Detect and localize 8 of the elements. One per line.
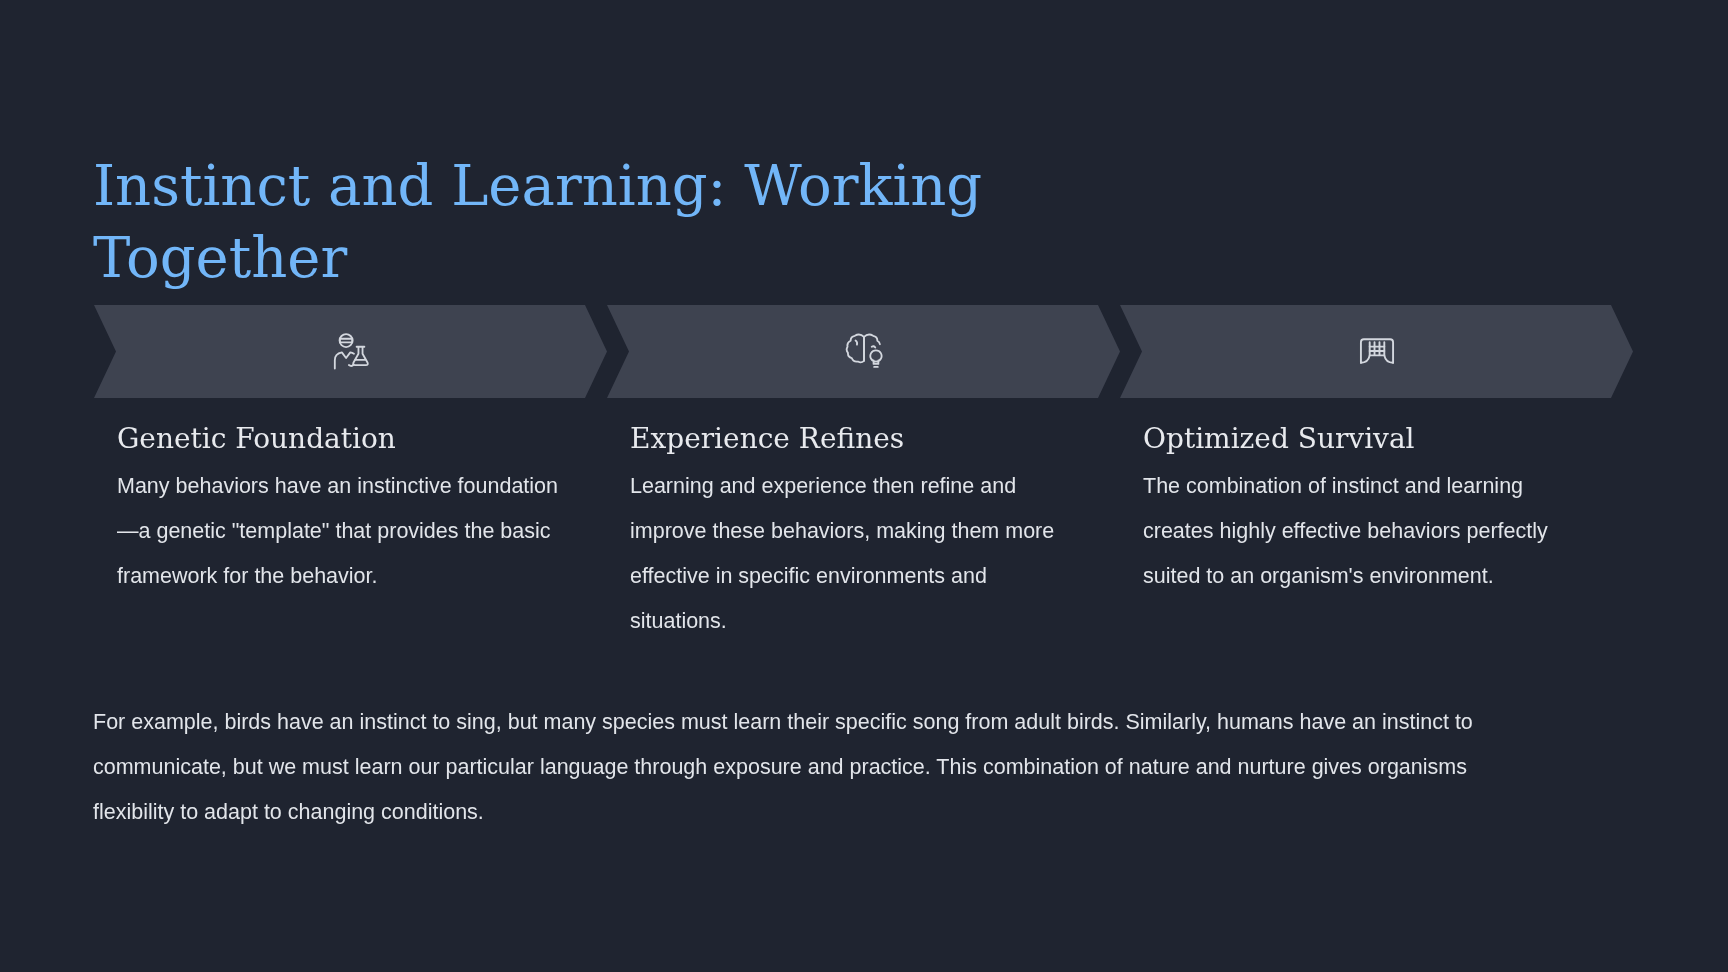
step-description: Learning and experience then refine and improve these behaviors, making them more effective in specific environments and situations. — [630, 473, 1056, 635]
step-heading: Experience Refines — [630, 421, 905, 457]
slide-title: Instinct and Learning: Working Together — [93, 152, 984, 292]
body-paragraph: For example, birds have an instinct to sing, but many species must learn their specific song from adult birds. Similarly, humans have an instinct to communicate, but we must learn our particular language through exposure and practice. This combination of nature and nurture gives organisms flexibility to adapt to changing conditions. — [93, 709, 1474, 826]
step-heading: Genetic Foundation — [117, 421, 396, 457]
step-heading: Optimized Survival — [1143, 421, 1415, 457]
step-description: The combination of instinct and learning creates highly effective behaviors perfectly suited to an organism's environment. — [1143, 473, 1549, 590]
step-description: Many behaviors have an instinctive foundation—a genetic "template" that provides the basic framework for the behavior. — [117, 473, 560, 590]
